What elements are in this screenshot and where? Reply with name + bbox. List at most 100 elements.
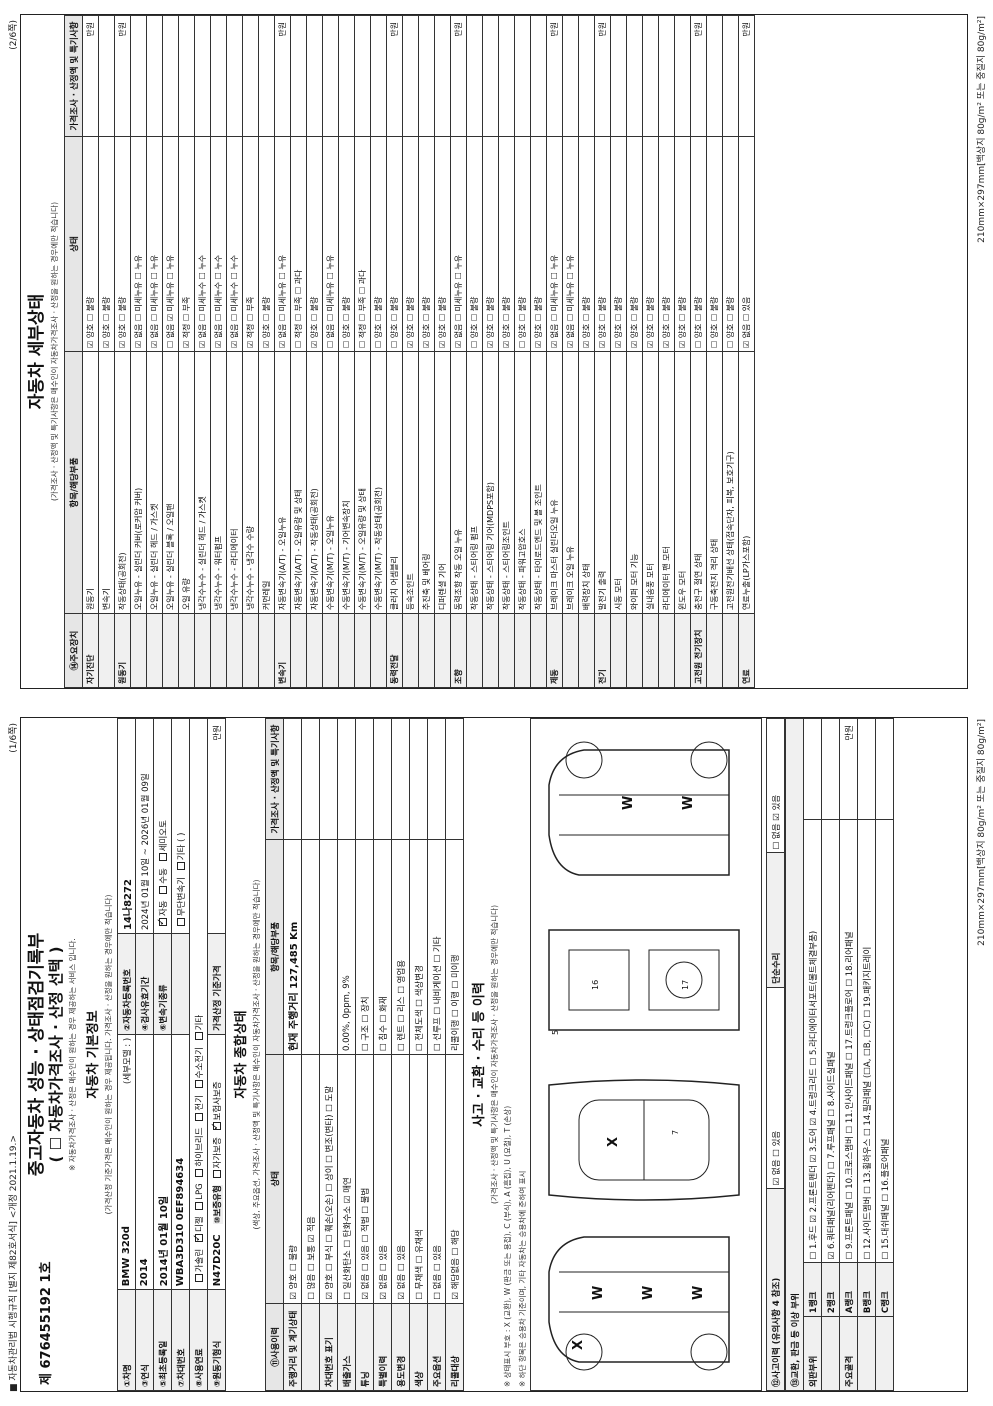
detail-price (290, 15, 307, 137)
accident-note-3: ※ 하단 항목은 승용차 기준이며, 기타 자동차는 승용차에 준하여 표시 (518, 1170, 527, 1387)
detail-state: ☑ 양호 ☐ 불량 (578, 136, 595, 352)
table-row: 수동변속기(M/T) - 오일유량 및 상태☐ 적정 ☐ 부족 ☐ 과다 (354, 15, 371, 688)
detail-state: ☐ 양호 ☐ 불량 (338, 136, 355, 352)
detail-price (514, 15, 531, 137)
car-side-right-icon (548, 741, 730, 876)
fuel-etc-checkbox[interactable] (194, 1032, 203, 1041)
trans-etc-checkbox[interactable] (176, 862, 185, 871)
parts-group (857, 1316, 876, 1391)
detail-state: ☑ 양호 ☐ 불량 (98, 136, 115, 352)
detail-group (434, 613, 451, 688)
detail-price (658, 15, 675, 137)
self-warranty-checkbox[interactable] (212, 1170, 221, 1179)
part-number: 5 (551, 1029, 560, 1035)
table-row: C랭크☐ 15.대쉬패널 ☐ 16.플로어패널 (875, 718, 894, 1391)
detail-item: 작동상태 - 스티어링 펌프 (466, 351, 483, 614)
parts-rank: B랭크 (857, 1262, 876, 1317)
general-col-header: 상태 (265, 1054, 284, 1304)
parts-rank: A랭크 (839, 1262, 858, 1317)
trans-auto-checkbox[interactable] (158, 918, 167, 927)
detail-price: 만원 (386, 15, 403, 137)
detail-state: ☑ 양호 ☐ 불량 (594, 136, 611, 352)
detail-group (498, 613, 515, 688)
general-row-label: 튜닝 (355, 1303, 374, 1391)
detail-item: 작동상태 - 파워고압호스 (514, 351, 531, 614)
detail-state: ☑ 적정 ☐ 부족 (242, 136, 259, 352)
general-heading: 자동차 종합상태 (234, 1010, 249, 1099)
fuel-lpg-checkbox[interactable] (194, 1201, 203, 1210)
table-row: 수동변속기(M/T) - 작동상태(공회전)☐ 양호 ☐ 불량 (370, 15, 387, 688)
detail-state: ☑ 양호 ☐ 불량 (530, 136, 547, 352)
trans-cvt-checkbox[interactable] (176, 918, 185, 927)
accident-note-2: ※ 상태표시 부호 : X (교환), W (판금 또는 용접), C (부식)… (503, 1105, 512, 1387)
fuel-hybrid-checkbox[interactable] (194, 1168, 203, 1177)
detail-group (658, 613, 675, 688)
page-1: ■ 자동차관리법 시행규칙 [별지 제82호서식] <개정 2021.1.19.… (0, 703, 993, 1406)
simple-repair-label: 단순수리 (766, 852, 785, 988)
car-name-label: ①차명 (117, 1289, 136, 1391)
table-row: 배력장치 상태☑ 양호 ☐ 불량 (578, 15, 595, 688)
table-row: ☐ 많음 ☐ 보통 ☑ 적음 (301, 718, 320, 1391)
table-row: 윈도우 모터☑ 양호 ☐ 불량 (674, 15, 691, 688)
fuel-gasoline-checkbox[interactable] (194, 1274, 203, 1283)
detail-item: 브레이크 오일 누유 (562, 351, 579, 614)
vin-label: ⑦차대번호 (171, 1289, 190, 1391)
detail-title: 자동차 세부상태 (27, 293, 47, 410)
detail-group (562, 613, 579, 688)
general-state-table: ⑪사용이력 상태 항목/해당부품 가격조사 · 산정액 및 특기사항 주행거리 … (265, 718, 464, 1391)
general-row-label: 리콜대상 (445, 1303, 464, 1391)
fuel-diesel-checkbox[interactable] (194, 1234, 203, 1243)
accident-history-value: ☑ 없음 ☐ 있음 (766, 987, 785, 1189)
detail-item: 브레이크 마스터 실린더오일 누유 (546, 351, 563, 614)
table-row: 변속기☑ 양호 ☐ 불량 (98, 15, 115, 688)
trans-manual-checkbox[interactable] (158, 885, 167, 894)
detail-state: ☑ 양호 ☐ 불량 (610, 136, 627, 352)
title-note: ※ 자동차가격조사 · 산정은 매수인이 원하는 경우 제공하는 서비스 입니다… (68, 938, 77, 1171)
detail-group: 조향 (450, 613, 467, 688)
fuel-hydrogen-checkbox[interactable] (194, 1080, 203, 1089)
general-row-item: ☐ 구조 ☐ 장치 (355, 839, 374, 1055)
detail-group: 제동 (546, 613, 563, 688)
detail-item: 추진축 및 베어링 (418, 351, 435, 614)
general-row-price (409, 718, 428, 840)
base-price-unit: 만원 (207, 718, 226, 934)
detail-state: ☑ 없음 ☐ 미세누유 ☐ 누유 (274, 136, 291, 352)
part-number: 16 (591, 979, 600, 990)
trans-semi-checkbox[interactable] (158, 853, 167, 862)
fuel-electric-checkbox[interactable] (194, 1112, 203, 1121)
table-row: 특별이력☑ 없음 ☐ 있음☐ 침수 ☐ 화재 (373, 718, 392, 1391)
part-number: 17 (681, 979, 690, 990)
plate-label: ②자동차등록번호 (117, 933, 136, 1035)
detail-price (370, 15, 387, 137)
detail-item: 자동변속기(A/T) - 작동상태(공회전) (306, 351, 323, 614)
general-row-item (319, 839, 338, 1055)
table-row: 커먼레일☑ 양호 ☐ 불량 (258, 15, 275, 688)
detail-item: 오일누유 - 실린더 헤드 / 가스켓 (146, 351, 163, 614)
warranty-opt-label: 보험사보증 (212, 1081, 223, 1121)
basic-info-heading: 자동차 기본정보 (86, 1010, 101, 1099)
detail-state: ☑ 양호 ☐ 불량 (306, 136, 323, 352)
detail-price (530, 15, 547, 137)
general-row-label: 특별이력 (373, 1303, 392, 1391)
car-name: BMW 320d (120, 1226, 132, 1287)
parts-group (875, 1316, 894, 1391)
damage-mark: W (691, 1285, 706, 1300)
fuel-opt-label: 기타 (194, 1014, 205, 1031)
detail-group (338, 613, 355, 688)
insurer-warranty-checkbox[interactable] (212, 1122, 221, 1131)
plate-number: 14나8272 (117, 718, 136, 934)
damage-mark: W (621, 795, 636, 810)
table-row: 주요옵션☐ 없음 ☐ 있음☐ 선루프 ☐ 내비게이션 ☐ 기타 (427, 718, 446, 1391)
detail-item: 커먼레일 (258, 351, 275, 614)
detail-price: 만원 (114, 15, 131, 137)
trans-label-2 (171, 933, 190, 1035)
detail-state: ☑ 양호 ☐ 불량 (258, 136, 275, 352)
page-2: (2/6쪽) 자동차 세부상태 (가격조사 · 산정액 및 특기사항은 매수인이… (9, 14, 987, 689)
